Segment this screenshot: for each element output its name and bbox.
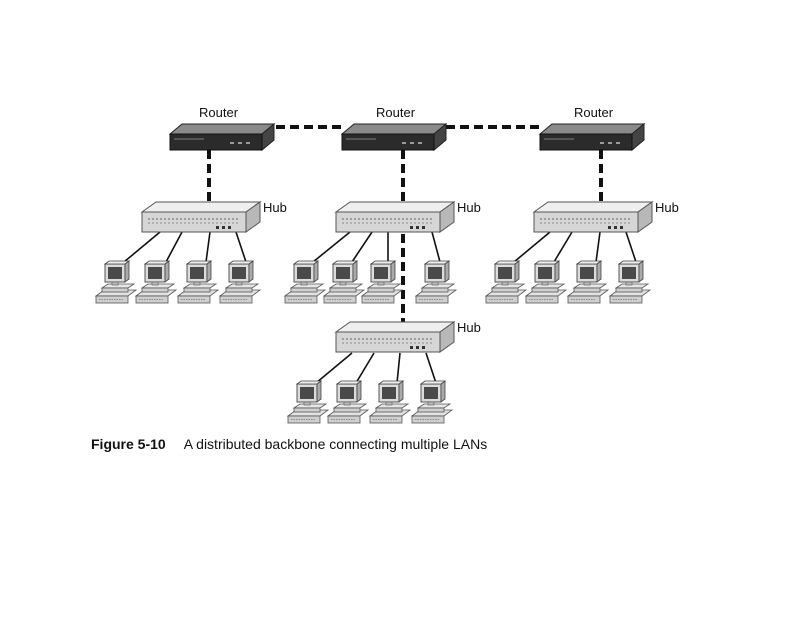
workstation-icon xyxy=(361,260,403,304)
hub-icon xyxy=(533,201,653,233)
workstation-icon xyxy=(177,260,219,304)
router-icon xyxy=(539,123,645,151)
workstation-icon xyxy=(323,260,365,304)
workstation-icon xyxy=(411,380,453,424)
workstation-icon xyxy=(369,380,411,424)
router-label-3: Router xyxy=(574,105,614,120)
figure-caption-text: A distributed backbone connecting multip… xyxy=(183,436,488,452)
router-hub-links xyxy=(207,150,603,322)
workstation-icon xyxy=(415,260,457,304)
hub-label-4: Hub xyxy=(457,320,481,335)
workstation-icon xyxy=(219,260,261,304)
workstation-icon xyxy=(95,260,137,304)
workstation-icon xyxy=(284,260,326,304)
workstation-icon xyxy=(485,260,527,304)
workstation-cables xyxy=(123,231,637,384)
figure-number: Figure 5-10 xyxy=(91,436,166,452)
router-icon xyxy=(341,123,447,151)
hub-label-1: Hub xyxy=(263,200,287,215)
hub-label-3: Hub xyxy=(655,200,679,215)
workstation-icon xyxy=(135,260,177,304)
router-label-1: Router xyxy=(199,105,239,120)
hub-label-2: Hub xyxy=(457,200,481,215)
workstation-icon xyxy=(287,380,329,424)
workstation-icon xyxy=(609,260,651,304)
router-icon xyxy=(169,123,275,151)
hub-icon xyxy=(335,321,455,353)
workstation-icon xyxy=(327,380,369,424)
figure-caption: Figure 5-10 A distributed backbone connec… xyxy=(91,436,487,452)
hub-icon xyxy=(335,201,455,233)
workstation-icon xyxy=(525,260,567,304)
hub-icon xyxy=(141,201,261,233)
router-label-2: Router xyxy=(376,105,416,120)
workstation-icon xyxy=(567,260,609,304)
